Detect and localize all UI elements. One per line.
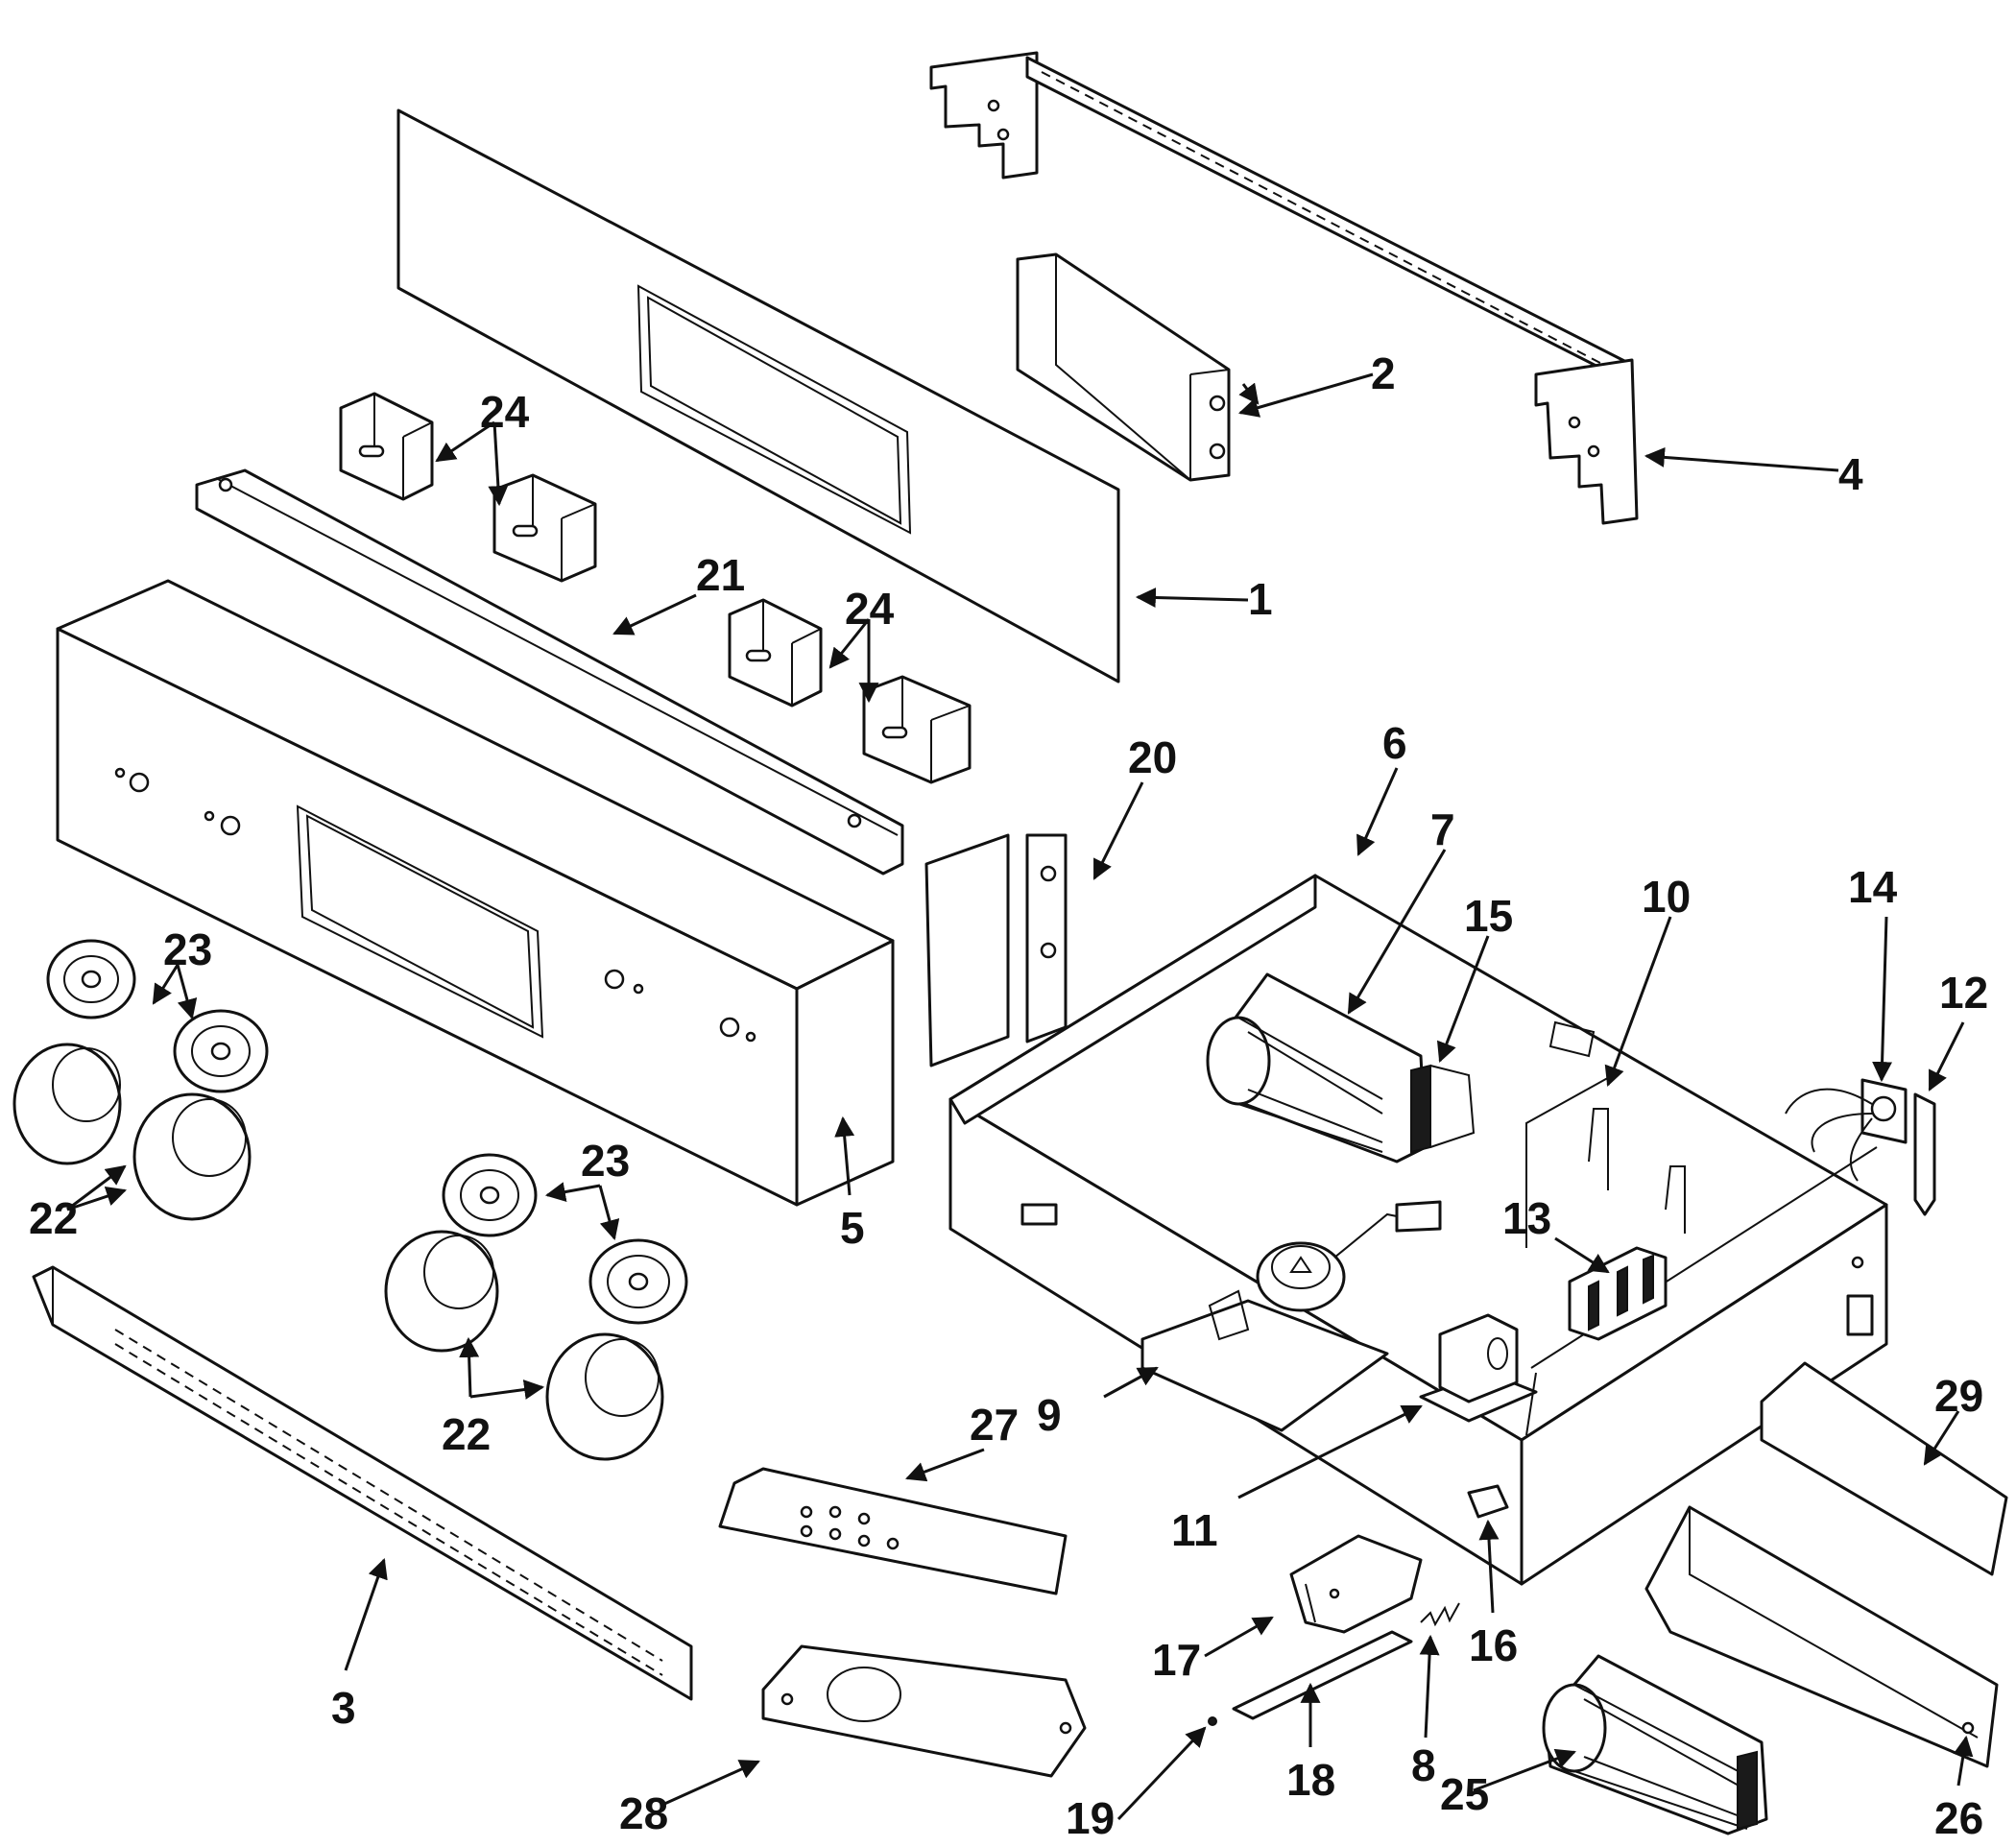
control-knob-4 bbox=[545, 1332, 664, 1461]
duct-cover bbox=[1760, 1361, 2008, 1576]
callout-20: 20 bbox=[1128, 732, 1177, 782]
power-cord bbox=[1785, 1078, 1936, 1216]
bushing-4 bbox=[862, 675, 972, 784]
control-panel-housing bbox=[56, 579, 895, 1207]
callout-14: 14 bbox=[1848, 862, 1898, 912]
callout-29: 29 bbox=[1934, 1371, 1983, 1421]
callout-18: 18 bbox=[1286, 1755, 1335, 1805]
callout-23: 23 bbox=[581, 1136, 630, 1186]
callout-23: 23 bbox=[163, 924, 212, 974]
callout-10: 10 bbox=[1642, 872, 1691, 922]
control-knob-2 bbox=[132, 1092, 252, 1221]
knob-bezel-1 bbox=[46, 939, 136, 1019]
callout-7: 7 bbox=[1430, 804, 1455, 854]
knob-bezel-3 bbox=[442, 1153, 538, 1237]
callout-9: 9 bbox=[1037, 1390, 1062, 1440]
callout-5: 5 bbox=[840, 1203, 865, 1253]
cross-flow-fan bbox=[1542, 1654, 1768, 1835]
callout-labels: 1 2 3 4 5 6 7 8 9 10 11 12 13 14 15 16 1… bbox=[29, 348, 1988, 1843]
duct-housing bbox=[1644, 1505, 1999, 1768]
callout-6: 6 bbox=[1382, 718, 1407, 768]
callout-16: 16 bbox=[1469, 1620, 1518, 1670]
callout-12: 12 bbox=[1939, 968, 1988, 1018]
thermostat-switch bbox=[1140, 1200, 1442, 1432]
callout-22: 22 bbox=[442, 1409, 491, 1459]
knob-bezel-2 bbox=[173, 1009, 269, 1093]
callout-17: 17 bbox=[1152, 1635, 1201, 1685]
blower-fan bbox=[1206, 972, 1476, 1163]
linkage-rod bbox=[1232, 1630, 1413, 1720]
callout-28: 28 bbox=[619, 1788, 668, 1838]
module-board bbox=[1016, 252, 1231, 482]
callout-13: 13 bbox=[1502, 1193, 1551, 1243]
door-switch bbox=[1467, 1484, 1509, 1519]
callout-26: 26 bbox=[1934, 1793, 1983, 1843]
callout-4: 4 bbox=[1838, 449, 1863, 499]
bushing-2 bbox=[492, 473, 597, 583]
callout-25: 25 bbox=[1440, 1769, 1489, 1819]
callout-19: 19 bbox=[1066, 1793, 1115, 1843]
vent-plate bbox=[718, 1467, 1068, 1595]
callout-24: 24 bbox=[845, 584, 895, 634]
knob-bezel-4 bbox=[588, 1238, 688, 1325]
callout-24: 24 bbox=[480, 387, 530, 437]
control-knob-1 bbox=[12, 1043, 122, 1165]
transformer bbox=[1419, 1313, 1538, 1423]
rear-bracket bbox=[929, 51, 1639, 525]
callout-3: 3 bbox=[331, 1683, 356, 1733]
linkage-bracket bbox=[1289, 1534, 1423, 1634]
support-rail bbox=[195, 468, 904, 876]
callout-27: 27 bbox=[970, 1400, 1019, 1450]
callout-11: 11 bbox=[1171, 1505, 1218, 1555]
control-knob-3 bbox=[384, 1230, 499, 1353]
callout-1: 1 bbox=[1248, 574, 1273, 624]
side-gasket bbox=[924, 833, 1068, 1067]
callout-2: 2 bbox=[1371, 348, 1396, 398]
bushing-1 bbox=[339, 392, 434, 501]
bushing-3 bbox=[728, 598, 823, 708]
callout-22: 22 bbox=[29, 1193, 78, 1243]
callout-15: 15 bbox=[1464, 891, 1513, 941]
base-plate bbox=[761, 1644, 1087, 1778]
back-glass-panel bbox=[396, 108, 1120, 684]
leader-lines bbox=[66, 372, 1974, 1821]
front-trim-strip bbox=[32, 1265, 693, 1701]
callout-21: 21 bbox=[696, 550, 745, 600]
linkage-pin bbox=[1208, 1716, 1217, 1726]
spring bbox=[1420, 1602, 1460, 1627]
callout-8: 8 bbox=[1411, 1740, 1436, 1790]
